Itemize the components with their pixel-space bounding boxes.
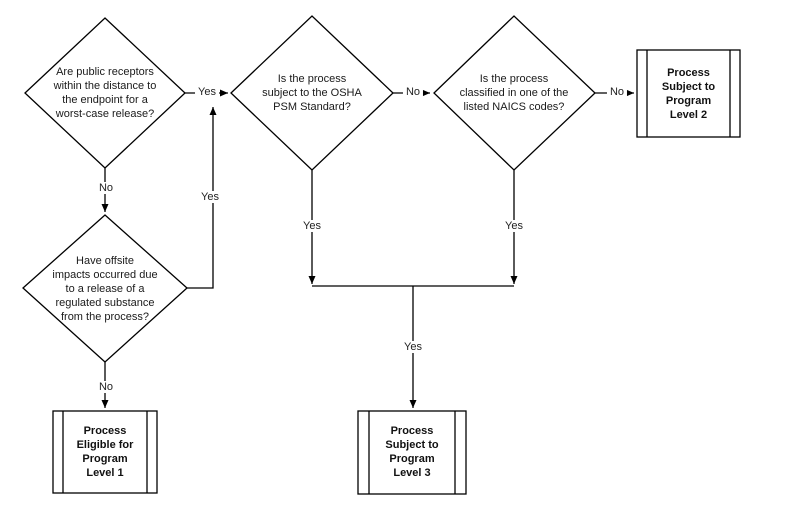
text-line: Level 3 [393,467,431,479]
edge-label-yes-offsite-to-psm: Yes [198,191,222,203]
box-program-level-2 [636,49,741,138]
diamond-naics-codes [433,15,596,171]
text-line: Are public receptors [56,66,154,78]
box-program-level-1 [52,410,158,494]
text-line: the endpoint for a [62,94,148,106]
text-line: regulated substance [55,297,155,309]
text-line: Have offsite [76,255,134,267]
edge-label-yes-psm-to-merge: Yes [300,220,324,232]
text-line: classified in one of the [459,87,569,99]
edge-label-no-psm-to-naics: No [402,86,424,98]
decision-naics-codes-label: Is the process classified in one of the … [434,72,594,114]
decision-public-receptors-label: Are public receptors within the distance… [25,65,185,121]
process-program-level-1-label: Process Eligible for Program Level 1 [64,424,146,480]
text-line: Subject to [661,81,716,93]
text-line: to a release of a [65,283,145,295]
connector-offsite-to-psm [187,107,217,289]
edge-label-no-naics-to-level2: No [606,86,628,98]
edge-label-no-offsite-to-level1: No [95,381,117,393]
diamond-osha-psm [230,15,394,171]
text-line: Is the process [277,73,347,85]
edge-label-yes-merge-to-level3: Yes [401,341,425,353]
box-program-level-3 [357,410,467,495]
text-line: Process [83,425,127,437]
edge-label-yes-naics-to-merge: Yes [502,220,526,232]
edge-label-yes-receptors-to-psm: Yes [195,86,219,98]
text-line: Process [390,425,434,437]
text-line: Level 2 [669,109,708,121]
text-line: within the distance to [53,80,157,92]
decision-offsite-impacts-label: Have offsite impacts occurred due to a r… [25,254,185,324]
text-line: worst-case release? [55,108,155,120]
diamond-offsite-impacts [22,214,188,363]
text-line: impacts occurred due [52,269,158,281]
text-line: Program [82,453,128,465]
text-line: Level 1 [86,467,124,479]
process-program-level-3-label: Process Subject to Program Level 3 [370,424,454,480]
text-line: Eligible for [76,439,134,451]
text-line: Is the process [479,73,549,85]
edge-label-no-receptors-to-offsite: No [95,182,117,194]
diamond-public-receptors [24,17,186,169]
text-line: listed NAICS codes? [463,101,565,113]
decision-osha-psm-label: Is the process subject to the OSHA PSM S… [232,72,392,114]
text-line: subject to the OSHA [262,87,362,99]
text-line: PSM Standard? [273,101,351,113]
text-line: Program [665,95,712,107]
process-program-level-2-label: Process Subject to Program Level 2 [648,66,729,122]
text-line: Process [667,67,710,79]
text-line: Subject to [385,439,439,451]
text-line: from the process? [60,311,150,323]
text-line: Program [389,453,435,465]
